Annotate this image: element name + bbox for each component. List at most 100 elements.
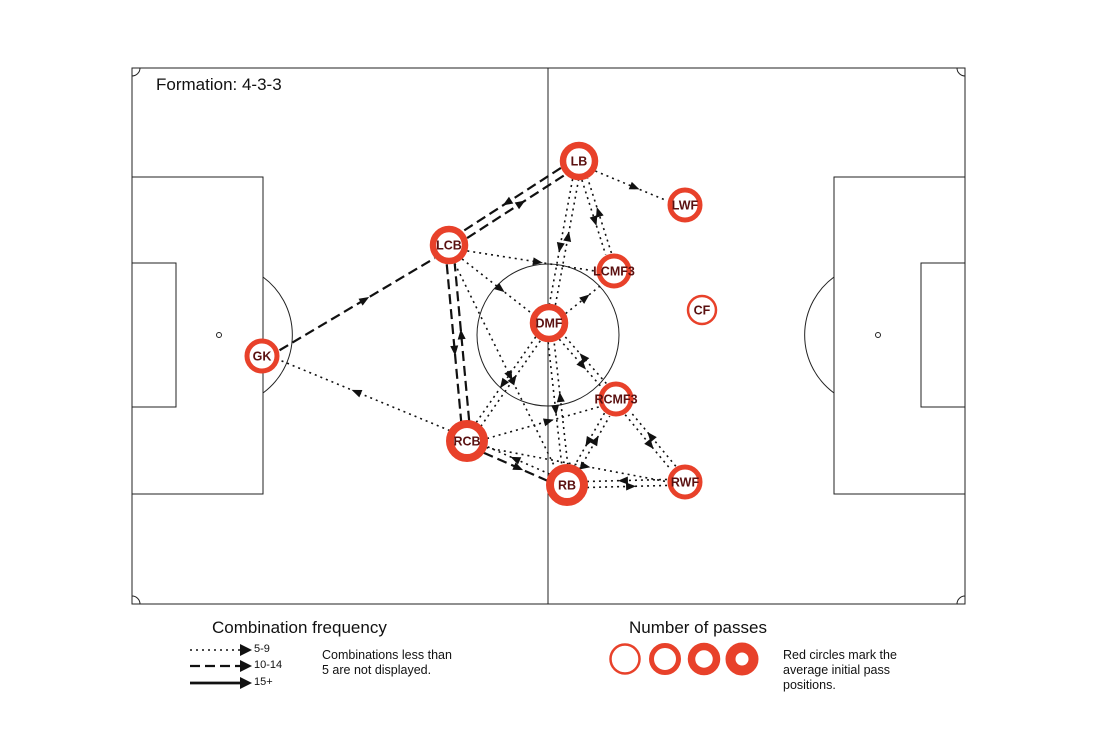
right-penalty-arc — [804, 276, 835, 394]
combination-dmf-to-lcmf3 — [565, 283, 603, 315]
frequency-legend-title: Combination frequency — [212, 618, 387, 637]
combination-arrowhead — [647, 431, 657, 443]
left-penalty-arc — [262, 276, 293, 394]
formation-label: Formation: 4-3-3 — [156, 75, 282, 94]
combination-arrowhead — [494, 282, 505, 293]
corner-arc-top-right — [956, 67, 966, 77]
combination-arrowhead — [617, 476, 629, 485]
combination-rcb-to-rwf — [485, 446, 667, 483]
player-node-rwf: RWF — [667, 464, 703, 500]
combination-arrowhead — [551, 404, 560, 415]
combination-dmf-to-rb — [547, 342, 563, 466]
player-circle — [596, 253, 632, 289]
passes-circle-4 — [725, 642, 759, 676]
player-label: RCB — [453, 435, 480, 449]
combination-arrowhead — [358, 297, 370, 306]
passes-circle-2 — [649, 643, 681, 675]
passes-legend-circles — [609, 642, 759, 676]
player-circle — [529, 303, 569, 343]
combination-arrowhead — [351, 389, 363, 398]
player-node-cf: CF — [686, 294, 718, 326]
left-goal-area — [131, 262, 177, 408]
player-label: LCB — [436, 239, 462, 253]
combination-arrowhead — [576, 359, 587, 370]
player-node-lwf: LWF — [667, 187, 703, 223]
player-label: GK — [253, 350, 272, 364]
player-node-rcmf3: RCMF3 — [594, 381, 638, 417]
combination-lb-to-lcb — [462, 167, 562, 233]
corner-arc-top-left — [131, 67, 141, 77]
player-label: LB — [571, 155, 588, 169]
combination-rcb-to-lcb — [453, 263, 471, 421]
player-label: RB — [558, 479, 576, 493]
combination-rcb-to-rcmf3 — [486, 406, 600, 440]
pitch — [131, 67, 966, 605]
player-circle — [667, 464, 703, 500]
player-circle — [667, 187, 703, 223]
combination-rb-to-rwf — [587, 484, 668, 489]
combination-arrowhead — [543, 418, 554, 427]
player-node-rcb: RCB — [446, 420, 488, 462]
combination-arrowhead — [450, 345, 459, 356]
player-circle — [559, 141, 599, 181]
player-node-rb: RB — [546, 464, 588, 506]
right-penalty-spot — [875, 332, 881, 338]
combination-arrowhead — [510, 456, 522, 465]
combination-arrowhead — [625, 482, 637, 491]
player-circle — [429, 225, 469, 265]
frequency-legend — [190, 644, 252, 689]
combination-arrowhead — [590, 435, 599, 447]
player-label: DMF — [535, 317, 562, 331]
passes-circle-1 — [609, 643, 641, 675]
player-circle — [686, 294, 718, 326]
player-label: CF — [694, 304, 711, 318]
legend-label-10-14: 10-14 — [254, 659, 283, 671]
player-circle — [244, 338, 280, 374]
corner-arc-bottom-left — [131, 595, 141, 605]
combination-rb-to-dmf — [553, 341, 569, 465]
combination-arrowhead — [512, 462, 524, 471]
player-label: LWF — [672, 199, 699, 213]
combination-lcb-to-lb — [466, 173, 566, 239]
combination-arrowhead — [589, 215, 598, 226]
legend-label-5-9: 5-9 — [254, 643, 270, 655]
right-penalty-area — [833, 176, 966, 495]
combination-arrowhead — [499, 377, 509, 389]
combination-lb-to-lcmf3 — [581, 179, 607, 255]
combination-arrowhead — [628, 181, 640, 190]
player-node-gk: GK — [244, 338, 280, 374]
combination-arrowhead — [556, 242, 565, 253]
player-label: RWF — [671, 476, 700, 490]
combination-lb-to-lwf — [595, 170, 668, 202]
combination-lcb-to-rcb — [445, 264, 463, 422]
passes-circle-3 — [687, 642, 721, 676]
combination-lcb-to-lcmf3 — [467, 250, 596, 272]
combination-rcb-to-gk — [279, 359, 450, 432]
frequency-legend-note: Combinations less than 5 are not display… — [322, 648, 452, 677]
combination-arrowhead — [579, 461, 591, 470]
combination-rcb-to-dmf — [480, 339, 542, 427]
combination-arrowhead — [507, 374, 517, 386]
player-circle — [546, 464, 588, 506]
combination-lcmf3-to-lb — [586, 177, 613, 254]
combination-arrowhead — [556, 392, 565, 403]
player-node-lcmf3: LCMF3 — [593, 253, 635, 289]
combination-arrowhead — [532, 257, 543, 266]
left-penalty-spot — [216, 332, 222, 338]
combination-arrowhead — [596, 207, 604, 218]
player-label: LCMF3 — [593, 265, 635, 279]
passes-legend-title: Number of passes — [629, 618, 767, 637]
left-penalty-area — [131, 176, 264, 495]
player-node-dmf: DMF — [529, 303, 569, 343]
combination-rwf-to-rb — [586, 478, 667, 483]
combination-gk-to-lcb — [278, 257, 436, 352]
passes-legend-note: Red circles mark the average initial pas… — [783, 648, 897, 692]
pass-combinations — [278, 167, 677, 491]
combination-arrowhead — [579, 353, 590, 364]
corner-arc-bottom-right — [956, 595, 966, 605]
right-goal-area — [920, 262, 966, 408]
player-label: RCMF3 — [594, 393, 637, 407]
combination-arrowhead — [514, 200, 526, 210]
